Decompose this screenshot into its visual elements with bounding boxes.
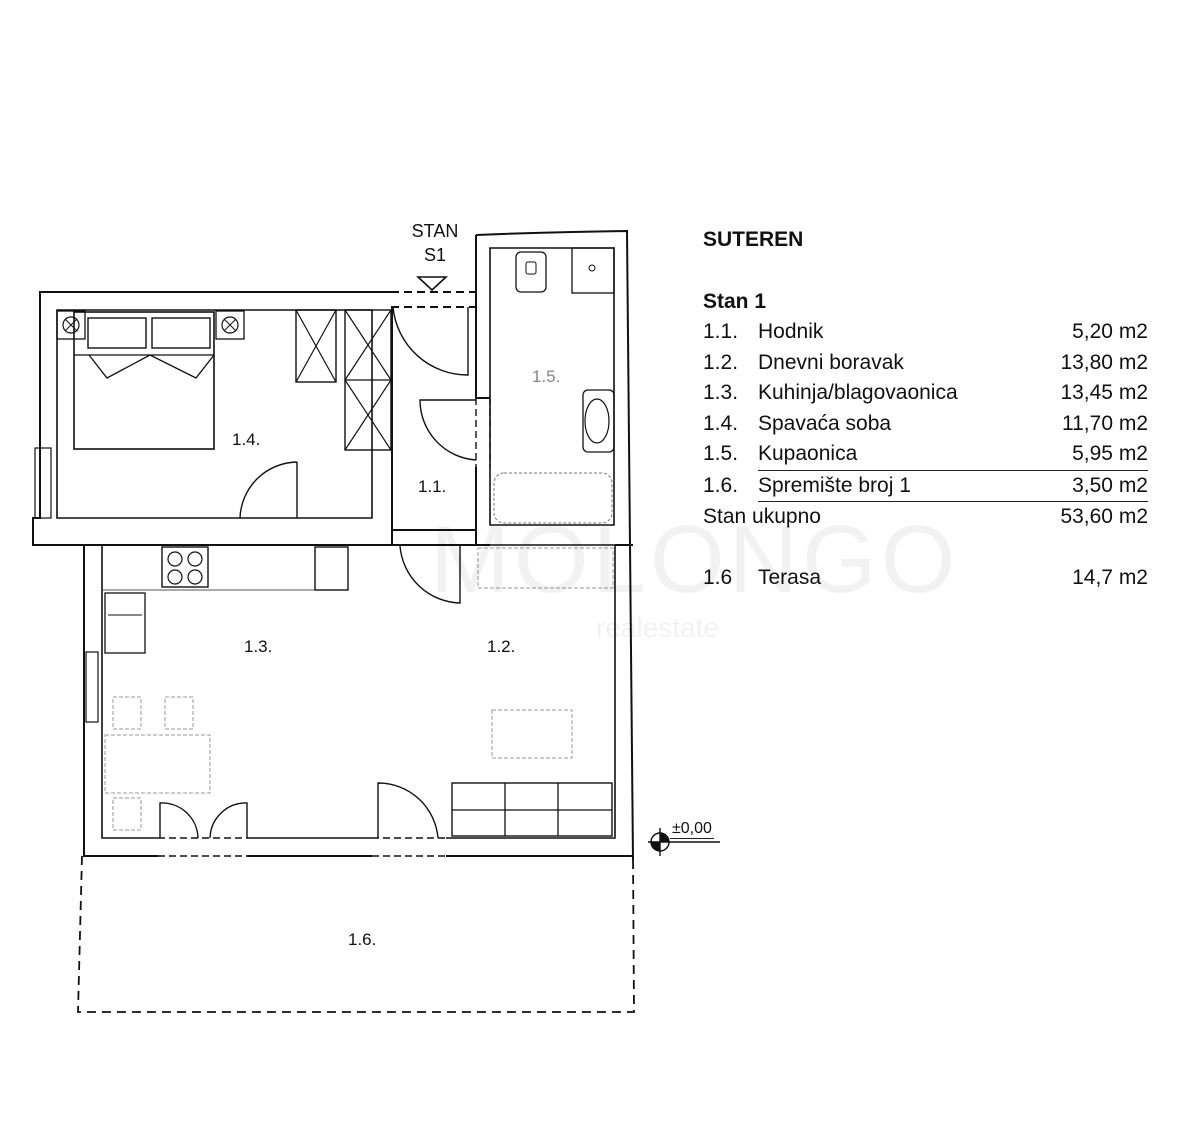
room-label-bathroom: 1.5. — [532, 367, 561, 386]
watermark: MOLONGO — [430, 506, 960, 613]
entrance-label: STAN S1 — [411, 221, 459, 265]
room-label-bedroom: 1.4. — [232, 430, 261, 449]
area-legend: SUTEREN Stan 1 1.1. Hodnik 5,20 m2 1.2. … — [703, 228, 1148, 593]
entrance-marker — [415, 276, 449, 292]
cooktop — [161, 546, 209, 588]
terrace-double-door — [159, 802, 248, 839]
floor-title: SUTEREN — [703, 228, 804, 251]
sink — [582, 389, 615, 453]
legend-total-row: Stan ukupno 53,60 m2 — [703, 505, 1148, 528]
entrance-door — [392, 306, 469, 376]
terrace-outline — [77, 855, 635, 1013]
watermark-sub: realestate — [596, 612, 719, 643]
legend-terrace-row: 1.6 Terasa 14,7 m2 — [703, 565, 1148, 589]
room-label-hallway: 1.1. — [418, 477, 447, 496]
room-label-living: 1.2. — [487, 637, 516, 656]
legend-row: 1.3. Kuhinja/blagovaonica 13,45 m2 — [703, 381, 1148, 404]
bathroom-door — [419, 399, 477, 461]
legend-row: 1.5. Kupaonica 5,95 m2 — [703, 439, 1148, 471]
legend-row: 1.4. Spavaća soba 11,70 m2 — [703, 411, 1148, 435]
coffee-table — [491, 709, 573, 759]
bedroom-door — [239, 461, 298, 519]
living-walls — [83, 545, 633, 857]
bathroom-walls — [475, 229, 634, 861]
terrace-door — [377, 782, 439, 839]
bed — [73, 311, 215, 450]
room-label-kitchen: 1.3. — [244, 637, 273, 656]
boiler — [571, 247, 615, 294]
fridge — [314, 546, 349, 591]
legend-row: 1.1. Hodnik 5,20 m2 — [703, 320, 1148, 343]
kitchen-sink — [104, 592, 146, 654]
legend-row: 1.2. Dnevni boravak 13,80 m2 — [703, 350, 1148, 374]
toilet — [515, 251, 547, 293]
elevation-label: ±0,00 — [670, 820, 714, 839]
unit-title: Stan 1 — [703, 290, 767, 313]
legend-row: 1.6. Spremište broj 1 3,50 m2 — [703, 471, 1148, 502]
tv-unit — [477, 547, 614, 589]
room-label-terrace: 1.6. — [348, 930, 377, 949]
bathtub — [493, 472, 613, 524]
living-door — [399, 545, 461, 604]
bedroom-walls — [32, 291, 391, 546]
